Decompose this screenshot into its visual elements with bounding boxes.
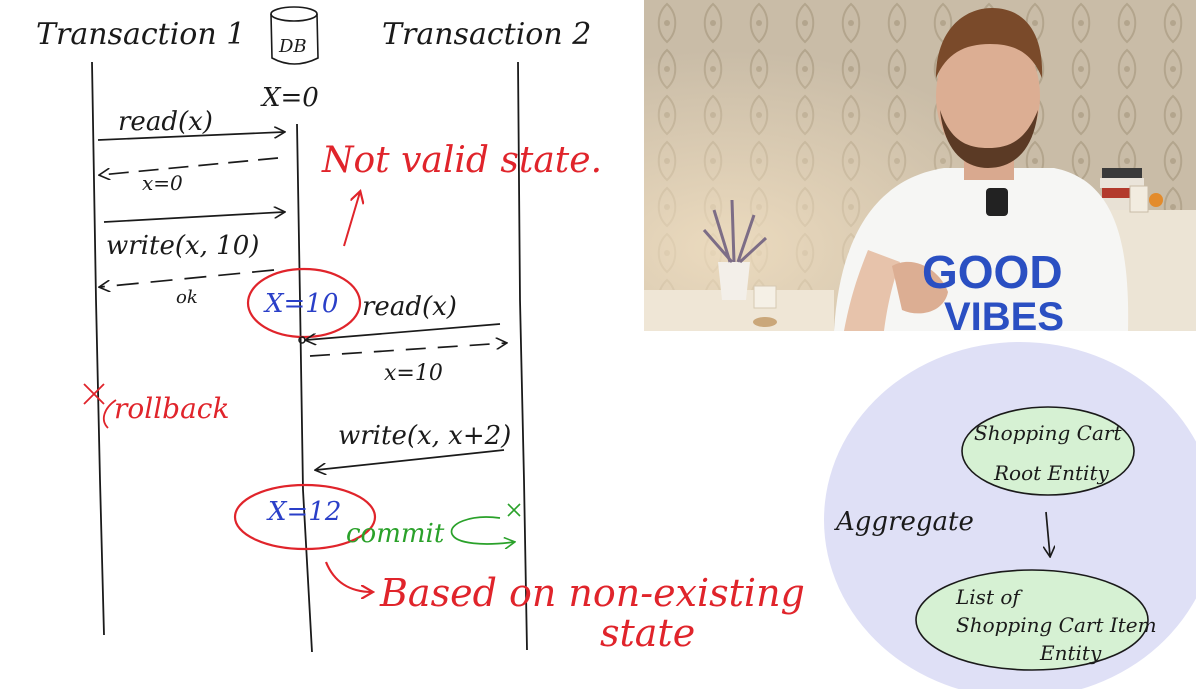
initial-state: X=0: [260, 83, 319, 113]
commit-note: commit: [346, 519, 445, 549]
item-entity-line3: Entity: [1039, 641, 1102, 665]
rollback-hook: [102, 399, 117, 429]
t1-read-response-label: x=0: [142, 171, 183, 195]
t2-read-response-label: x=10: [384, 361, 443, 386]
not-valid-state-note: Not valid state.: [321, 140, 602, 181]
transaction2-lifeline: [517, 61, 528, 651]
aggregate-label: Aggregate: [834, 507, 974, 537]
t1-write-response-label: ok: [176, 287, 198, 308]
lavender-vase-icon: [702, 199, 768, 300]
t2-read-response-arrow: [309, 343, 506, 357]
item-entity-node: [915, 569, 1149, 671]
db-lifeline: [296, 123, 313, 653]
db-state-x12: X=12: [266, 497, 341, 527]
books-stack-icon: [1098, 168, 1163, 213]
not-valid-arrow: [343, 192, 360, 247]
t1-write-arrow: [103, 212, 284, 223]
based-on-note-line2: state: [600, 611, 695, 655]
db-state-x12-circle: [233, 483, 377, 551]
commit-check-icon: [507, 503, 521, 517]
based-on-note-line1: Based on non-existing: [379, 571, 805, 615]
presenter-figure: [834, 8, 1129, 331]
based-on-arrow: [324, 561, 372, 592]
shirt-text-line1: GOOD: [922, 246, 1063, 298]
root-entity-line1: Shopping Cart: [974, 421, 1122, 445]
t2-read-label: read(x): [362, 292, 457, 322]
t1-read-response-arrow: [100, 157, 279, 175]
transaction2-title: Transaction 2: [382, 17, 591, 52]
t1-write-response-arrow: [100, 269, 275, 287]
database-icon: [270, 6, 319, 65]
shirt-text-line2: VIBES: [944, 295, 1064, 331]
root-entity-node: [961, 406, 1135, 496]
t2-read-arrow: [306, 323, 501, 340]
rollback-cross-icon: [83, 383, 105, 405]
t1-write-label: write(x, 10): [106, 231, 259, 261]
commit-loop-arrow: [450, 516, 514, 544]
presenter-video: GOOD VIBES: [644, 0, 1196, 331]
item-entity-line2: Shopping Cart Item: [956, 613, 1157, 637]
root-to-items-arrow: [1046, 511, 1050, 556]
transaction1-title: Transaction 1: [36, 17, 245, 52]
t2-write-arrow: [316, 449, 505, 470]
db-state-x10: X=10: [263, 289, 338, 319]
t2-write-label: write(x, x+2): [338, 421, 511, 451]
item-entity-line1: List of: [955, 585, 1023, 609]
rollback-note: rollback: [114, 392, 229, 425]
t1-read-arrow: [97, 132, 284, 141]
root-entity-line2: Root Entity: [993, 461, 1109, 485]
t1-read-label: read(x): [118, 107, 213, 137]
transaction1-lifeline: [91, 61, 105, 636]
db-read-point: [298, 336, 306, 344]
db-label: DB: [278, 36, 307, 57]
candle-icon: [753, 285, 777, 327]
